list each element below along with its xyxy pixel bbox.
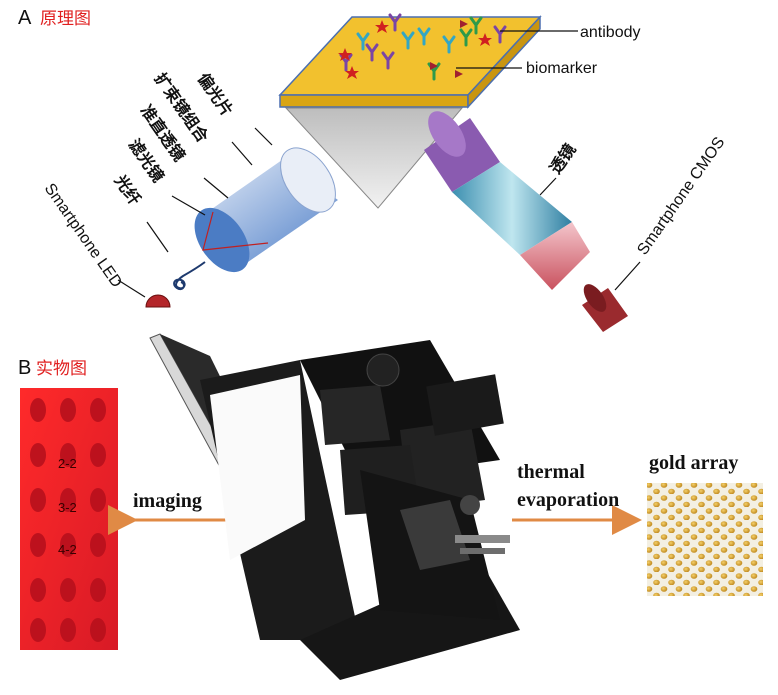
well-spot	[60, 533, 76, 557]
well-spot	[60, 488, 76, 512]
well-label-4-2: 4-2	[58, 542, 77, 557]
optical-fiber	[173, 261, 206, 291]
panel-b-title: 实物图	[36, 359, 87, 379]
well-spot	[30, 443, 46, 467]
cmos-label: Smartphone CMOS	[634, 134, 728, 258]
well-spot	[90, 533, 106, 557]
red-image: 2-2 3-2 4-2	[20, 388, 118, 650]
led-label: Smartphone LED	[41, 181, 125, 291]
well-spot	[90, 443, 106, 467]
well-spot	[30, 533, 46, 557]
well-spot	[30, 578, 46, 602]
evaporation-label: evaporation	[517, 489, 619, 511]
panel-b-letter: B	[18, 357, 31, 379]
well-spot	[90, 618, 106, 642]
fiber-label: 光纤	[110, 171, 145, 209]
imaging-label: imaging	[133, 490, 202, 512]
lens-assembly	[424, 111, 628, 332]
panel-a-letter: A	[18, 7, 32, 29]
antibody-label: antibody	[580, 24, 641, 41]
well-spot	[60, 443, 76, 467]
biomarker-label: biomarker	[526, 60, 598, 77]
gold-chip	[278, 13, 542, 109]
well-spot	[90, 578, 106, 602]
well-label-3-2: 3-2	[58, 500, 77, 515]
well-spot	[30, 488, 46, 512]
gold-array-label: gold array	[649, 452, 738, 474]
thermal-label: thermal	[517, 461, 585, 483]
gold-array-image	[647, 483, 763, 596]
well-spot	[30, 398, 46, 422]
well-spot	[60, 618, 76, 642]
panel-a-title: 原理图	[40, 9, 91, 29]
lens-label: 透镜	[546, 140, 580, 177]
panel-a: A 原理图	[18, 7, 728, 332]
well-spot	[60, 398, 76, 422]
well-spot	[90, 488, 106, 512]
led-icon	[145, 294, 171, 308]
well-label-2-2: 2-2	[58, 456, 77, 471]
polarizer-label: 偏光片	[194, 69, 237, 119]
well-spot	[60, 578, 76, 602]
well-spot	[90, 398, 106, 422]
device-photo	[149, 333, 520, 680]
panel-b: B 实物图 2-2 3-2 4-2 imaging	[18, 333, 763, 680]
collimator-tube	[194, 147, 338, 273]
prism	[284, 107, 464, 209]
well-spot	[30, 618, 46, 642]
